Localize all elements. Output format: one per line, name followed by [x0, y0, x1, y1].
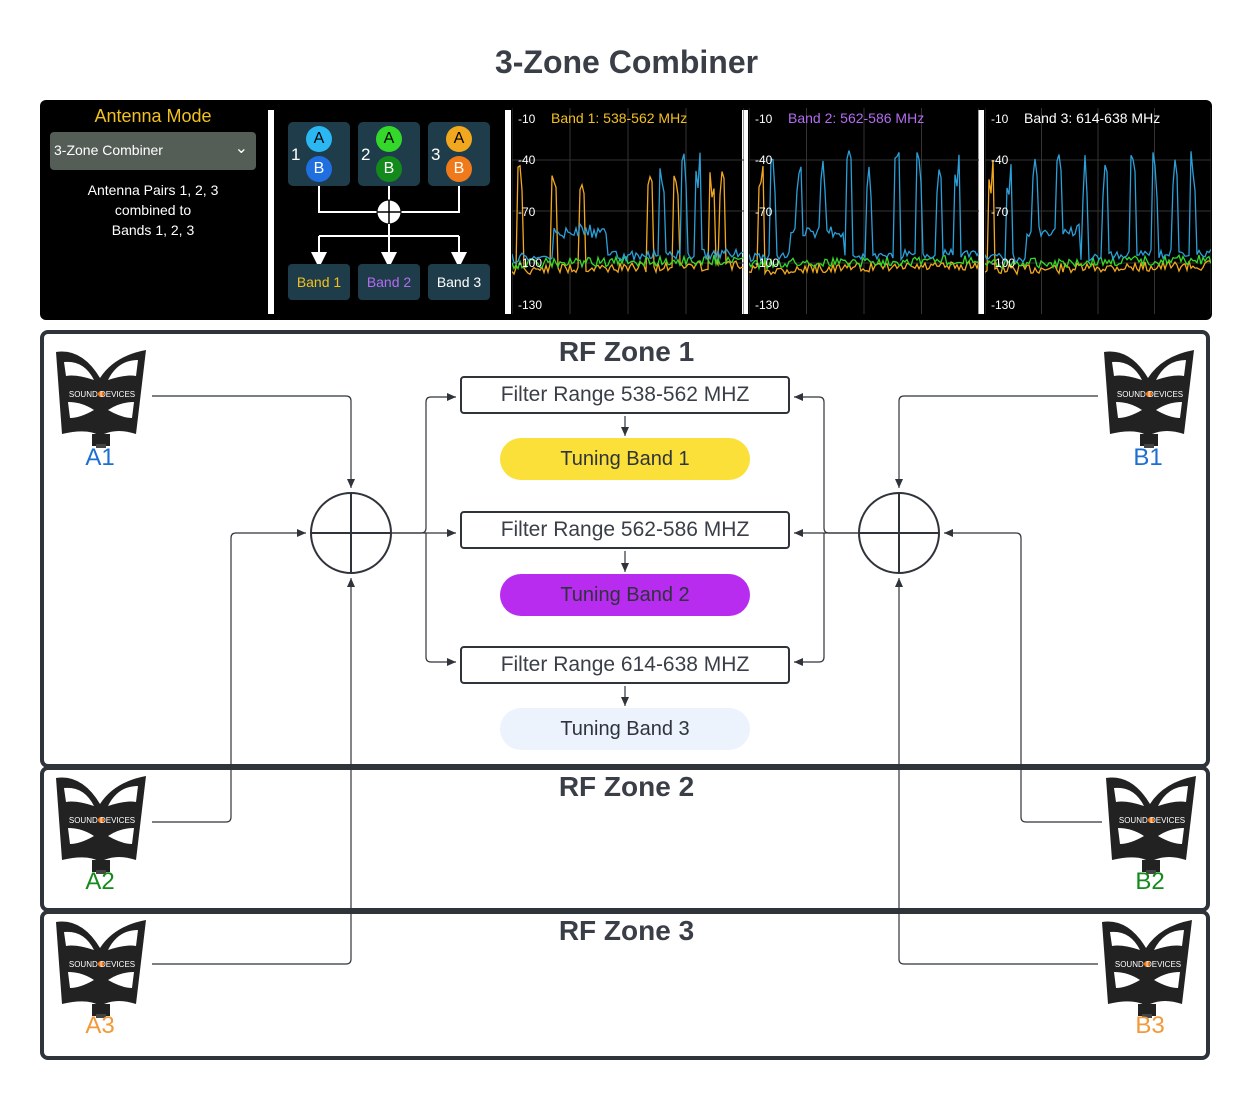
- pair-number: 2: [361, 145, 371, 164]
- panel-combiner-routing: [311, 186, 467, 268]
- panel-divider: [268, 110, 274, 314]
- spectrum-title-band-1: Band 1: 538-562 MHz: [551, 110, 688, 126]
- spectrum-trace: [749, 254, 979, 271]
- spectrum-trace: [985, 151, 1211, 264]
- antenna-mode-value: 3-Zone Combiner: [54, 142, 163, 158]
- chevron-down-icon: ⌄: [234, 140, 248, 157]
- spectrum-trace: [512, 152, 744, 264]
- antenna-brand: SOUND DEVICES: [68, 960, 136, 969]
- pair-number: 3: [431, 145, 441, 164]
- spectrum-plot-band-3: [985, 108, 1211, 314]
- rf-zone-3-title: RF Zone 3: [558, 915, 695, 946]
- antenna-label-a3: A3: [85, 1012, 115, 1039]
- db-tick-label: -100: [518, 256, 543, 270]
- rf-zone-2-title: RF Zone 2: [558, 771, 695, 802]
- spectrum-trace: [749, 150, 979, 263]
- antenna-b-circle: B: [376, 156, 402, 182]
- antenna-a-circle: A: [306, 126, 332, 152]
- antenna-label-b1: B1: [1133, 444, 1163, 471]
- db-tick-label: -70: [755, 205, 773, 219]
- filter-range-2: Filter Range 562-586 MHZ: [460, 511, 790, 549]
- panel-band-3: Band 3: [428, 264, 490, 300]
- antenna-brand: SOUND DEVICES: [68, 816, 136, 825]
- db-tick-label: -40: [991, 153, 1009, 167]
- antenna-label-b2: B2: [1135, 868, 1165, 895]
- spectrum-title-band-2: Band 2: 562-586 MHz: [788, 110, 925, 126]
- spectrum-trace: [749, 166, 979, 276]
- page-title: 3-Zone Combiner: [494, 44, 759, 80]
- db-tick-label: -70: [991, 205, 1009, 219]
- tuning-band-1: Tuning Band 1: [500, 438, 750, 480]
- spectrum-plot-band-1: [512, 108, 744, 314]
- filter-range-3: Filter Range 614-638 MHZ: [460, 646, 790, 684]
- spectrum-trace: [512, 164, 744, 276]
- spectrum-divider: [978, 110, 984, 314]
- tuning-band-3: Tuning Band 3: [500, 708, 750, 750]
- antenna-mode-header: Antenna Mode: [94, 106, 212, 126]
- rf-zone-1-title: RF Zone 1: [558, 336, 695, 367]
- spectrum-title-band-3: Band 3: 614-638 MHz: [1024, 110, 1161, 126]
- antenna-mode-select[interactable]: 3-Zone Combiner ⌄: [50, 132, 256, 170]
- mode-desc-line-3: Bands 1, 2, 3: [111, 222, 195, 238]
- mode-desc-line-2: combined to: [114, 202, 192, 218]
- db-tick-label: -10: [991, 112, 1009, 126]
- antenna-brand: SOUND DEVICES: [1116, 390, 1184, 399]
- db-tick-label: -130: [755, 298, 780, 312]
- spectrum-divider: [742, 110, 748, 314]
- antenna-brand: SOUND DEVICES: [1118, 816, 1186, 825]
- filter-range-1: Filter Range 538-562 MHZ: [460, 376, 790, 414]
- antenna-label-b3: B3: [1135, 1012, 1165, 1039]
- db-tick-label: -40: [518, 153, 536, 167]
- antenna-label-a2: A2: [85, 868, 115, 895]
- antenna-brand: SOUND DEVICES: [68, 390, 136, 399]
- db-tick-label: -10: [518, 112, 536, 126]
- db-tick-label: -130: [518, 298, 543, 312]
- spectrum-plot-band-2: [749, 108, 979, 314]
- pair-number: 1: [291, 145, 301, 164]
- db-tick-label: -130: [991, 298, 1016, 312]
- antenna-b-circle: B: [306, 156, 332, 182]
- antenna-brand: SOUND DEVICES: [1114, 960, 1182, 969]
- antenna-mode-description: Antenna Pairs 1, 2, 3 combined to Bands …: [50, 180, 256, 240]
- panel-band-2: Band 2: [358, 264, 420, 300]
- mode-desc-line-1: Antenna Pairs 1, 2, 3: [87, 182, 219, 198]
- spectrum-trace: [985, 160, 1211, 276]
- db-tick-label: -100: [755, 256, 780, 270]
- db-tick-label: -100: [991, 256, 1016, 270]
- antenna-a-circle: A: [376, 126, 402, 152]
- antenna-a-circle: A: [446, 126, 472, 152]
- db-tick-label: -70: [518, 205, 536, 219]
- left-combiner-icon: [310, 492, 392, 574]
- db-tick-label: -40: [755, 153, 773, 167]
- tuning-band-2: Tuning Band 2: [500, 574, 750, 616]
- right-combiner-icon: [858, 492, 940, 574]
- antenna-label-a1: A1: [85, 444, 115, 471]
- spectrum-divider: [505, 110, 511, 314]
- spectrum-trace: [985, 253, 1211, 270]
- db-tick-label: -10: [755, 112, 773, 126]
- antenna-b-circle: B: [446, 156, 472, 182]
- panel-band-1: Band 1: [288, 264, 350, 300]
- rf-zone-3: [40, 910, 1210, 1060]
